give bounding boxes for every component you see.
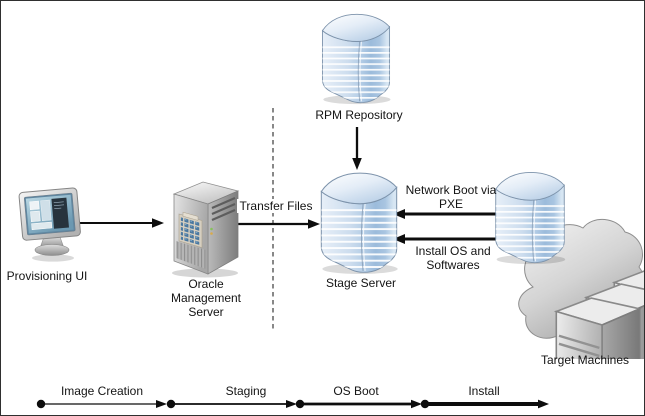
network-boot-label: Network Boot via PXE	[405, 183, 497, 211]
rpm-to-stage-arrow	[352, 127, 362, 170]
oracle-management-server-label: Oracle Management Server	[170, 277, 242, 319]
install-os-arrow	[393, 234, 501, 244]
oracle-management-server-icon	[167, 177, 245, 279]
timeline-segment-os-boot	[300, 399, 422, 409]
transfer-files-label: Transfer Files	[237, 199, 315, 213]
network-boot-arrow	[393, 209, 501, 219]
timeline-segment-install	[425, 399, 549, 409]
provisioning-ui-label: Provisioning UI	[6, 269, 88, 283]
target-machines-label: Target Machines	[540, 353, 630, 367]
provisioning-ui-monitor-icon	[15, 187, 89, 265]
install-os-label: Install OS and Softwares	[415, 244, 491, 272]
rpm-repository-label: RPM Repository	[315, 108, 403, 122]
stage-server-label: Stage Server	[325, 276, 397, 290]
rpm-repository-icon	[317, 7, 395, 105]
timeline-segment-image-creation	[41, 400, 167, 408]
timeline-segment-staging	[171, 400, 297, 408]
target-boot-server-icon	[490, 165, 570, 265]
timeline-phase-label: OS Boot	[333, 384, 379, 398]
timeline	[36, 399, 549, 409]
timeline-phase-label: Image Creation	[60, 384, 144, 398]
target-machine-tower-icon	[556, 298, 639, 359]
timeline-phase-label: Staging	[225, 384, 267, 398]
ui-to-oms-arrow	[73, 218, 164, 228]
timeline-phase-label: Install	[468, 384, 500, 398]
transfer-files-arrow	[229, 219, 320, 229]
stage-server-icon	[315, 165, 403, 275]
